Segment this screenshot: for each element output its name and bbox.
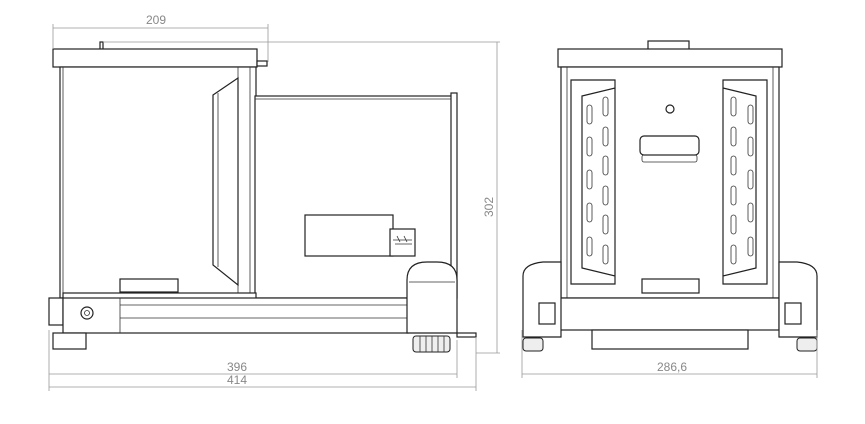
base-housing <box>558 297 780 331</box>
level-bubble-icon <box>80 306 94 320</box>
front-dimensions: 286,6 <box>521 330 818 378</box>
side-door-glass[interactable] <box>212 76 239 287</box>
top-cover <box>557 48 783 68</box>
rating-label <box>304 214 394 257</box>
right-foot-module <box>778 261 818 338</box>
left-leveling-foot[interactable] <box>522 337 544 352</box>
grip-slots <box>586 96 754 265</box>
dimension-396: 396 <box>227 360 247 374</box>
weighing-pan <box>119 278 179 293</box>
dimension-302: 302 <box>482 197 496 217</box>
right-door-grip[interactable] <box>722 79 768 285</box>
logo-plate <box>389 228 416 257</box>
base-housing <box>62 297 409 334</box>
front-foot <box>52 332 87 350</box>
side-view <box>48 41 477 353</box>
logo-mark-icon <box>393 235 412 245</box>
screw-icon <box>665 104 675 114</box>
rear-foot-module <box>406 261 458 334</box>
left-foot-module <box>522 261 562 338</box>
dimension-414: 414 <box>227 373 247 387</box>
base-side-block <box>48 297 64 326</box>
cover-latch <box>256 60 268 67</box>
dimension-209: 209 <box>146 13 166 27</box>
right-foot-clamp <box>784 302 802 325</box>
weighing-pan <box>641 278 700 294</box>
front-handle[interactable] <box>639 135 700 156</box>
leveling-foot-knob[interactable] <box>412 335 451 353</box>
right-leveling-foot[interactable] <box>796 337 818 352</box>
top-cover <box>52 48 258 68</box>
dimension-286-6: 286,6 <box>657 360 687 374</box>
rear-connector <box>456 332 477 338</box>
front-view <box>522 40 818 352</box>
side-dimensions: 209 302 396 414 <box>48 13 500 391</box>
left-foot-clamp <box>538 302 556 325</box>
base-bottom <box>591 329 749 350</box>
left-door-grip[interactable] <box>570 79 616 285</box>
